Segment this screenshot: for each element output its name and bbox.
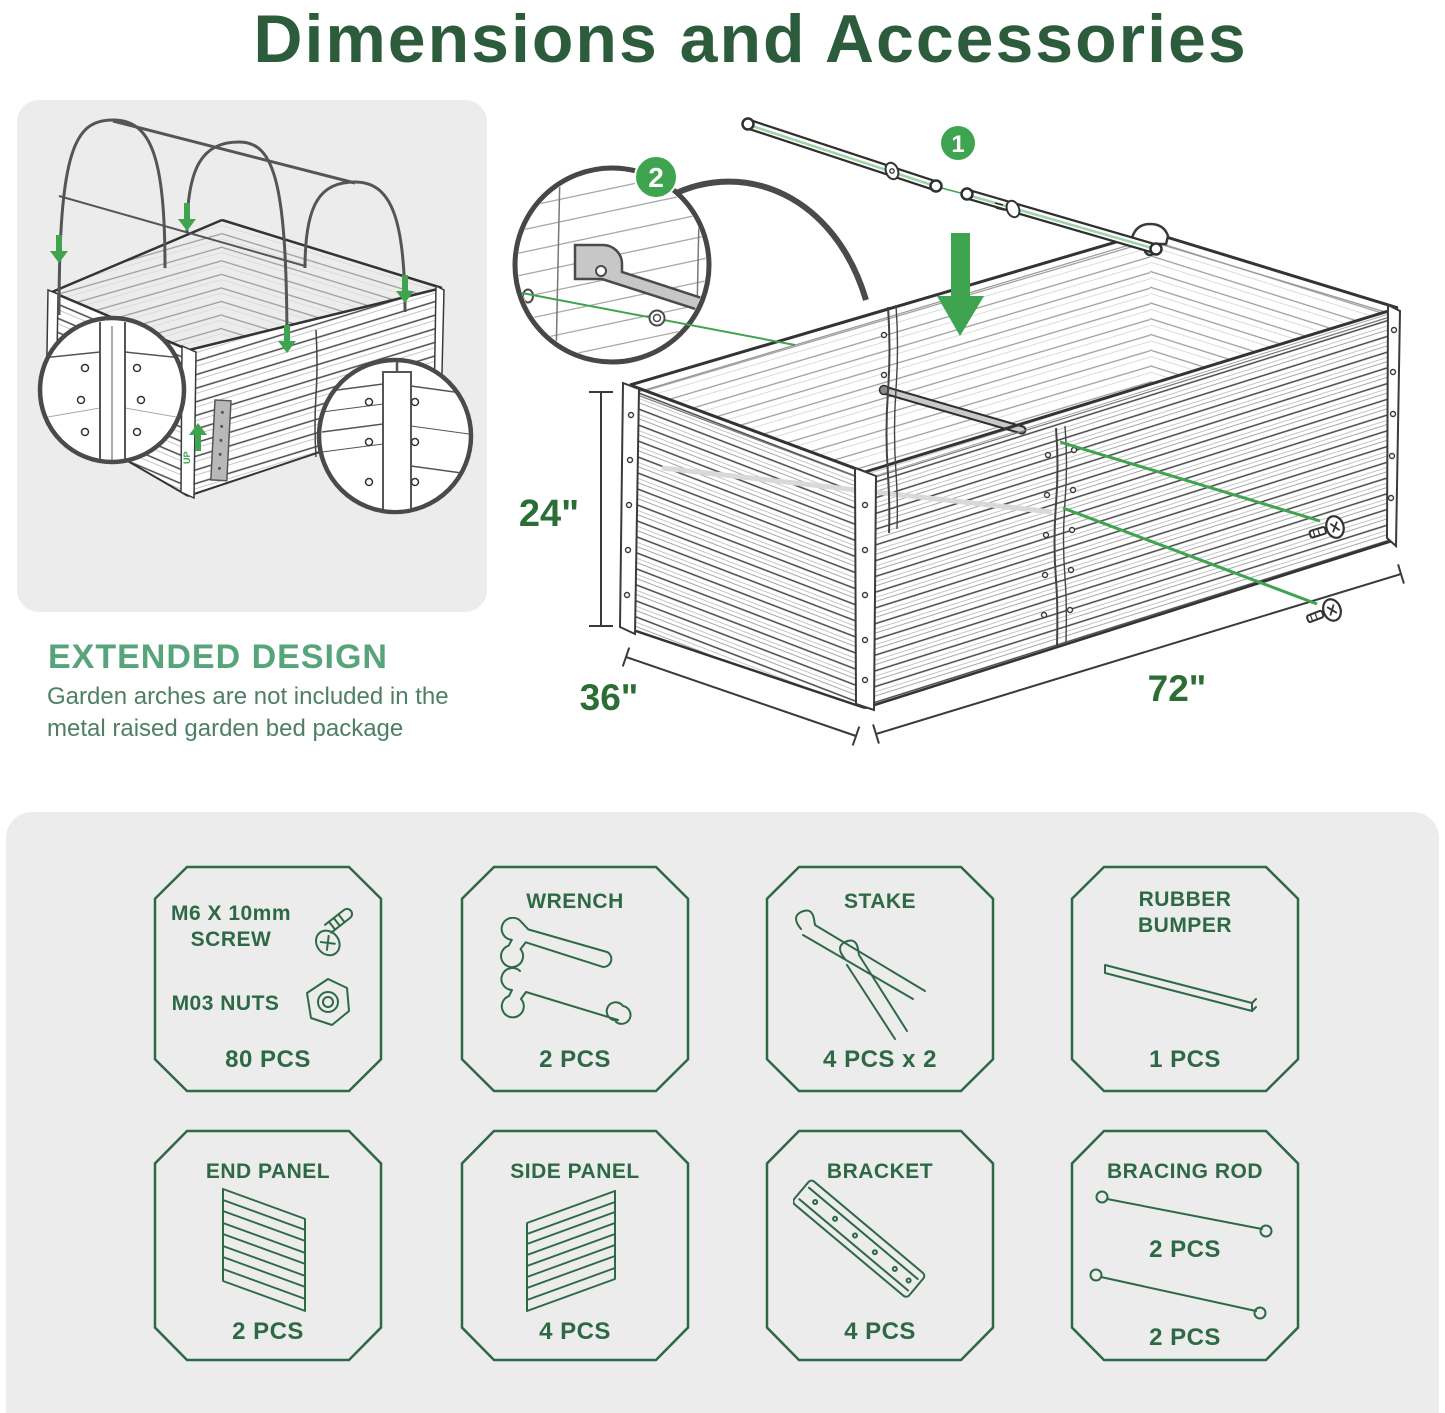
card-bracing-rod: BRACING ROD 2 PCS 2 PCS <box>1070 1129 1300 1362</box>
end-panel-icon <box>222 1187 306 1312</box>
card-quantity: 4 PCS <box>844 1318 916 1345</box>
description-line-1: Garden arches are not included in the <box>47 683 449 710</box>
card-end-panel: END PANEL 2 PCS <box>153 1129 383 1362</box>
description-line-2: metal raised garden bed package <box>47 714 404 742</box>
detail-circle-left <box>37 315 187 465</box>
extended-design-description: Garden arches are not included in the me… <box>47 681 449 744</box>
card-border <box>765 1129 995 1362</box>
card-side-panel: SIDE PANEL 4 PCS <box>460 1129 690 1362</box>
svg-text:1: 1 <box>951 131 964 158</box>
card-stake: STAKE 4 PCS x 2 <box>765 865 995 1093</box>
card-quantity: 2 PCS <box>232 1318 304 1345</box>
height-dimension-label: 24" <box>519 493 579 535</box>
extended-design-heading: EXTENDED DESIGN <box>48 638 388 676</box>
step-1-badge: 1 <box>941 126 975 160</box>
rod-quantity-2: 2 PCS <box>1149 1324 1221 1351</box>
card-border <box>1070 865 1300 1093</box>
assembly-diagram: 24" 36" 72" <box>512 117 1405 746</box>
garden-arches <box>57 118 407 349</box>
garden-bed-drawing <box>618 222 1402 712</box>
card-title: END PANEL <box>205 1160 331 1183</box>
corner-post-part: UP <box>182 399 232 482</box>
step-2-badge: 2 <box>634 155 678 199</box>
card-title: WRENCH <box>526 890 624 913</box>
card-wrench: WRENCH 2 PCS <box>460 865 690 1093</box>
card-quantity: 1 PCS <box>1149 1046 1221 1073</box>
detail-circle-bracket <box>512 165 796 365</box>
nut-icon <box>306 978 350 1026</box>
rod-quantity-1: 2 PCS <box>1149 1236 1221 1263</box>
svg-text:2: 2 <box>648 162 664 193</box>
bracket-part <box>573 243 706 317</box>
length-dimension-label: 72" <box>1148 668 1207 709</box>
card-quantity: 2 PCS <box>539 1046 611 1073</box>
side-panel-icon <box>526 1189 616 1313</box>
up-label: UP <box>182 451 192 464</box>
nuts-label: M03 NUTS <box>171 992 280 1015</box>
card-quantity: 4 PCS x 2 <box>823 1046 937 1073</box>
card-title: BRACING ROD <box>1107 1160 1263 1183</box>
bracing-rod-icon <box>1095 1190 1273 1238</box>
wrench-icon <box>500 917 632 1025</box>
card-border <box>765 865 995 1093</box>
extended-design-panel: UP <box>17 100 487 612</box>
detail-circle-right <box>316 357 474 515</box>
card-title: STAKE <box>843 890 917 913</box>
card-quantity: 80 PCS <box>225 1046 311 1073</box>
width-dimension-label: 36" <box>580 677 639 718</box>
card-border <box>153 865 383 1093</box>
card-title: BRACKET <box>826 1160 934 1183</box>
card-title: SIDE PANEL <box>510 1160 640 1183</box>
dimension-lines <box>589 391 1405 746</box>
bracket-icon <box>793 1179 926 1298</box>
card-border <box>1070 1129 1300 1362</box>
insert-down-arrow <box>937 233 984 336</box>
stake-icon <box>795 909 926 1040</box>
bracing-rod-icon <box>1089 1268 1267 1320</box>
page-title: Dimensions and Accessories <box>253 1 1248 77</box>
extended-design-illustration: UP <box>37 118 474 515</box>
bracing-rod-assembly <box>741 117 1163 256</box>
rubber-bumper-icon <box>1104 964 1257 1012</box>
screw-icon <box>314 907 353 957</box>
card-border <box>153 1129 383 1362</box>
magnifier-leader-arc <box>668 178 869 301</box>
card-bracket: BRACKET 4 PCS <box>765 1129 995 1362</box>
card-quantity: 4 PCS <box>539 1318 611 1345</box>
accessories-panel <box>6 812 1439 1413</box>
card-border <box>460 1129 690 1362</box>
card-border <box>460 865 690 1093</box>
panel-screws <box>1059 440 1348 631</box>
